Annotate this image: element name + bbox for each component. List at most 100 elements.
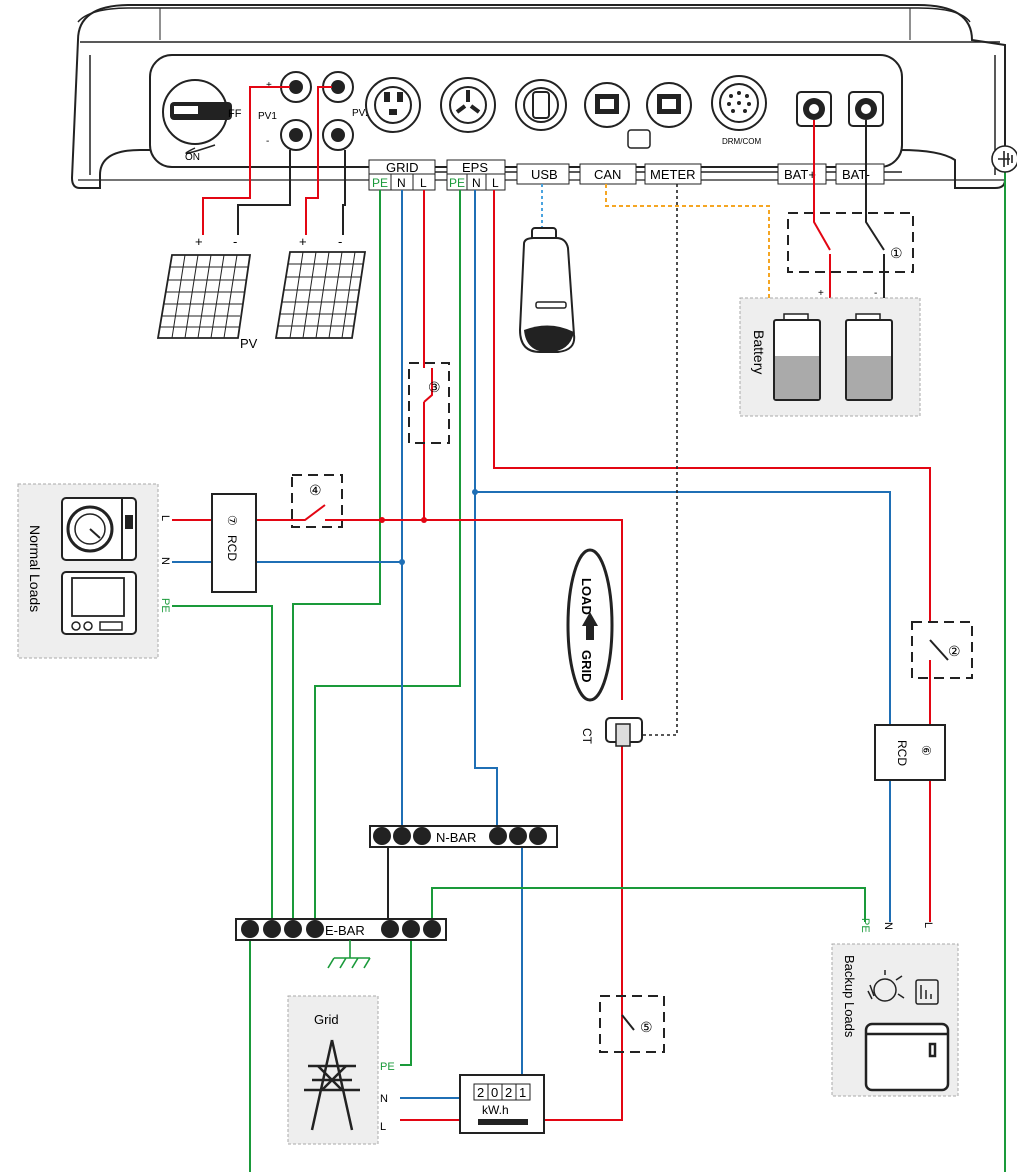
pv2-plus: + [299,234,307,249]
grid-n-label: N [397,176,406,190]
grid-pe-label: PE [372,176,388,190]
switch-2-number: ② [948,643,961,659]
battery-wiring [813,120,885,300]
switch-off-label: FF [228,108,242,120]
meter-unit: kW.h [482,1103,509,1117]
normal-loads-box: Normal Loads L N PE [17,483,171,659]
normal-loads-l: L [159,515,171,521]
backup-pe-label: PE [859,918,871,933]
grid-l-terminal: L [380,1121,386,1133]
switch-on-label: ON [185,152,200,163]
switch-5-number: ⑤ [640,1019,653,1035]
meter-digit-3: 2 [505,1085,512,1100]
svg-text:-: - [266,136,269,147]
drm-com-label: DRM/COM [722,137,761,146]
pv1-plus: + [195,234,203,249]
can-link-line [605,184,770,300]
switch-4: ④ [291,474,343,528]
meter-digit-4: 1 [519,1085,526,1100]
battery-switch: ① [787,212,914,273]
n-bar-label: N-BAR [436,830,476,845]
normal-loads-pe: PE [159,598,171,613]
battery-cell-icon [845,313,893,401]
light-bulb-icon [867,970,905,1002]
dc-switch-knob: FF ON [162,79,242,163]
ct-arrow-grid: GRID [579,650,594,683]
pv1-minus: - [233,234,237,249]
transmission-tower-icon [304,1039,360,1131]
rcd-normal: ⑦ RCD [211,493,257,593]
load-grid-arrow: LOAD GRID [566,548,614,702]
stove-icon [61,571,137,635]
switch-3-number: ③ [428,379,441,395]
switch-2: ② [911,621,973,679]
rcd-backup-number: ⑥ [919,745,933,756]
backup-n-label: N [882,922,894,930]
ac-connectors: DRM/COM [365,75,884,149]
switch-1-number: ① [890,245,903,261]
battery-cell-icon [773,313,821,401]
pe-wiring [172,172,1006,1172]
eps-n-label: N [472,176,481,190]
rcd-backup: RCD ⑥ [874,724,946,781]
usb-port-label: USB [531,167,558,182]
grid-box: Grid PE N L [287,995,395,1145]
eps-port-label: EPS [462,160,488,175]
grid-l-label: L [420,176,427,190]
earth-ground-icon [991,145,1017,173]
battery-minus: - [874,288,877,299]
switch-5: ⑤ [599,995,665,1053]
ct-label: CT [580,728,594,745]
pv2-label: PV2 [352,108,371,119]
meter-digit-2: 0 [491,1085,498,1100]
energy-meter: 2 0 2 1 kW.h [459,1074,545,1134]
e-bar: E-BAR [235,918,447,969]
battery-plus: + [818,288,824,299]
ct-icon: CT [580,717,643,747]
battery-label: Battery [751,330,767,374]
svg-text:+: + [266,80,272,91]
rcd-normal-label: RCD [225,535,239,561]
meter-port-label: METER [650,167,696,182]
backup-loads-box: Backup Loads PE N L [831,918,959,1097]
router-icon [915,979,939,1005]
eps-pe-label: PE [449,176,465,190]
battery-box: Battery + - [739,288,921,417]
grid-pe-terminal: PE [380,1061,395,1073]
grid-n-terminal: N [380,1093,388,1105]
grid-port-label: GRID [386,160,419,175]
normal-loads-n: N [159,557,171,565]
pv-connectors: PV1 PV2 + - [258,71,371,151]
grid-wiring [292,190,931,922]
ct-arrow-load: LOAD [579,578,594,615]
backup-loads-label: Backup Loads [842,955,857,1038]
switch-4-number: ④ [309,482,322,498]
meter-link-line [642,184,678,736]
e-bar-label: E-BAR [325,923,365,938]
n-bus [172,489,891,1099]
port-labels: GRID PE N L EPS PE N L USB CAN METER BAT… [368,159,902,191]
switch-3: ③ [408,362,450,444]
normal-loads-label: Normal Loads [27,525,43,612]
ground-symbol-icon [327,940,371,969]
backup-l-label: L [922,922,934,928]
grid-box-label: Grid [314,1012,339,1027]
n-bar: N-BAR [369,825,558,922]
eps-l-label: L [492,176,499,190]
can-port-label: CAN [594,167,621,182]
pv-label: PV [240,336,258,351]
rcd-backup-label: RCD [895,740,909,766]
fridge-icon [864,1022,950,1092]
pv-panel-1 [156,254,252,339]
bat-minus-label: BAT- [842,167,870,182]
pv-panel-2 [274,251,367,339]
bat-plus-label: BAT+ [784,167,816,182]
washing-machine-icon [61,497,137,561]
rcd-normal-number: ⑦ [225,515,239,526]
meter-digit-1: 2 [477,1085,484,1100]
pv-wiring [202,86,346,235]
usb-dongle-icon [518,227,576,353]
pv2-minus: - [338,234,342,249]
pv1-label: PV1 [258,111,277,122]
